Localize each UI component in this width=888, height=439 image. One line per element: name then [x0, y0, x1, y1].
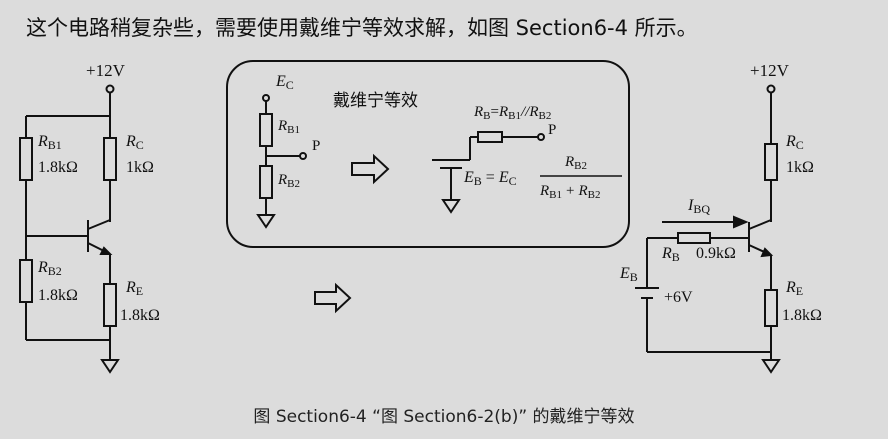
main-arrow-icon — [314, 282, 352, 314]
eb-formula-denominator: RB1+RB2 — [539, 183, 601, 201]
rc-label: RC — [125, 133, 144, 152]
heading-text: 这个电路稍复杂些，需要使用戴维宁等效求解，如图 Section6-4 所示。 — [26, 16, 698, 40]
rb2-value: 1.8kΩ — [38, 287, 78, 304]
right-rb-value: 0.9kΩ — [696, 245, 736, 262]
box-rb1-label: RB1 — [277, 118, 300, 136]
left-supply-label: +12V — [86, 61, 126, 80]
right-ground-icon — [761, 359, 781, 374]
p-terminal — [299, 152, 307, 160]
rb-formula: RB=RB1//RB2 — [473, 104, 551, 122]
eb-ground-icon — [441, 199, 461, 214]
thevenin-box-frame — [226, 60, 630, 248]
rb2-label: RB2 — [37, 259, 62, 278]
left-ground-icon — [100, 359, 120, 374]
box-ground-icon — [256, 214, 276, 229]
right-eb-value: +6V — [664, 289, 693, 306]
right-supply-label: +12V — [750, 61, 790, 80]
box-arrow-icon — [351, 153, 390, 185]
right-rc-label: RC — [785, 133, 804, 152]
right-rb-resistor — [677, 232, 711, 244]
original-circuit: +12V RB1 1.8kΩ RC 1kΩ RB2 1.8kΩ RE 1.8kΩ — [19, 61, 160, 374]
eb-formula-lhs: EB=EC — [463, 169, 517, 188]
box-rb1-resistor — [259, 113, 273, 147]
rb2-resistor — [19, 259, 33, 303]
p2-terminal — [537, 133, 545, 141]
thevenin-box: 戴维宁等效 EC RB1 P RB2 RB=RB1//RB2 P EB=EC R… — [226, 60, 630, 248]
rc-value: 1kΩ — [126, 159, 154, 176]
eb-source-symbol — [635, 238, 659, 352]
right-eb-label: EB — [619, 265, 638, 284]
right-rb-label: RB — [661, 245, 680, 264]
right-re-resistor — [764, 289, 778, 327]
rb1-resistor — [19, 137, 33, 181]
right-emitter-arrow — [760, 247, 774, 258]
box-rb2-resistor — [259, 165, 273, 199]
right-bottom-rail — [647, 351, 772, 360]
right-supply-terminal — [766, 84, 776, 94]
rb1-value: 1.8kΩ — [38, 159, 78, 176]
ec-terminal — [262, 94, 270, 102]
right-re-value: 1.8kΩ — [782, 307, 822, 324]
left-transistor-symbol — [26, 219, 111, 255]
p2-label: P — [548, 122, 556, 138]
rb1-label: RB1 — [37, 133, 62, 152]
re-value: 1.8kΩ — [120, 307, 160, 324]
right-rc-resistor — [764, 143, 778, 181]
box-rb2-label: RB2 — [277, 172, 300, 190]
left-supply-terminal — [105, 84, 115, 94]
left-bottom-rail — [26, 339, 111, 360]
rc-resistor — [103, 137, 117, 181]
eb-formula-numerator: RB2 — [564, 154, 587, 172]
eb-battery-symbol — [432, 137, 471, 200]
ibq-arrow-head — [733, 215, 749, 229]
right-transistor-symbol — [748, 219, 772, 256]
right-re-label: RE — [785, 279, 803, 298]
re-resistor — [103, 283, 117, 327]
equivalent-circuit: +12V RC 1kΩ IBQ RB 0.9kΩ EB +6V RE 1.8kΩ — [619, 61, 822, 374]
left-top-rail — [26, 93, 111, 117]
ibq-label: IBQ — [687, 197, 710, 216]
thevenin-box-title: 戴维宁等效 — [333, 91, 418, 111]
right-rc-value: 1kΩ — [786, 159, 814, 176]
ec-label: EC — [275, 73, 294, 92]
left-emitter-arrow — [99, 246, 113, 255]
re-label: RE — [125, 279, 143, 298]
rb-resistor — [477, 131, 503, 143]
p-label: P — [312, 138, 320, 154]
figure-caption: 图 Section6-4 “图 Section6-2(b)” 的戴维宁等效 — [253, 407, 635, 427]
